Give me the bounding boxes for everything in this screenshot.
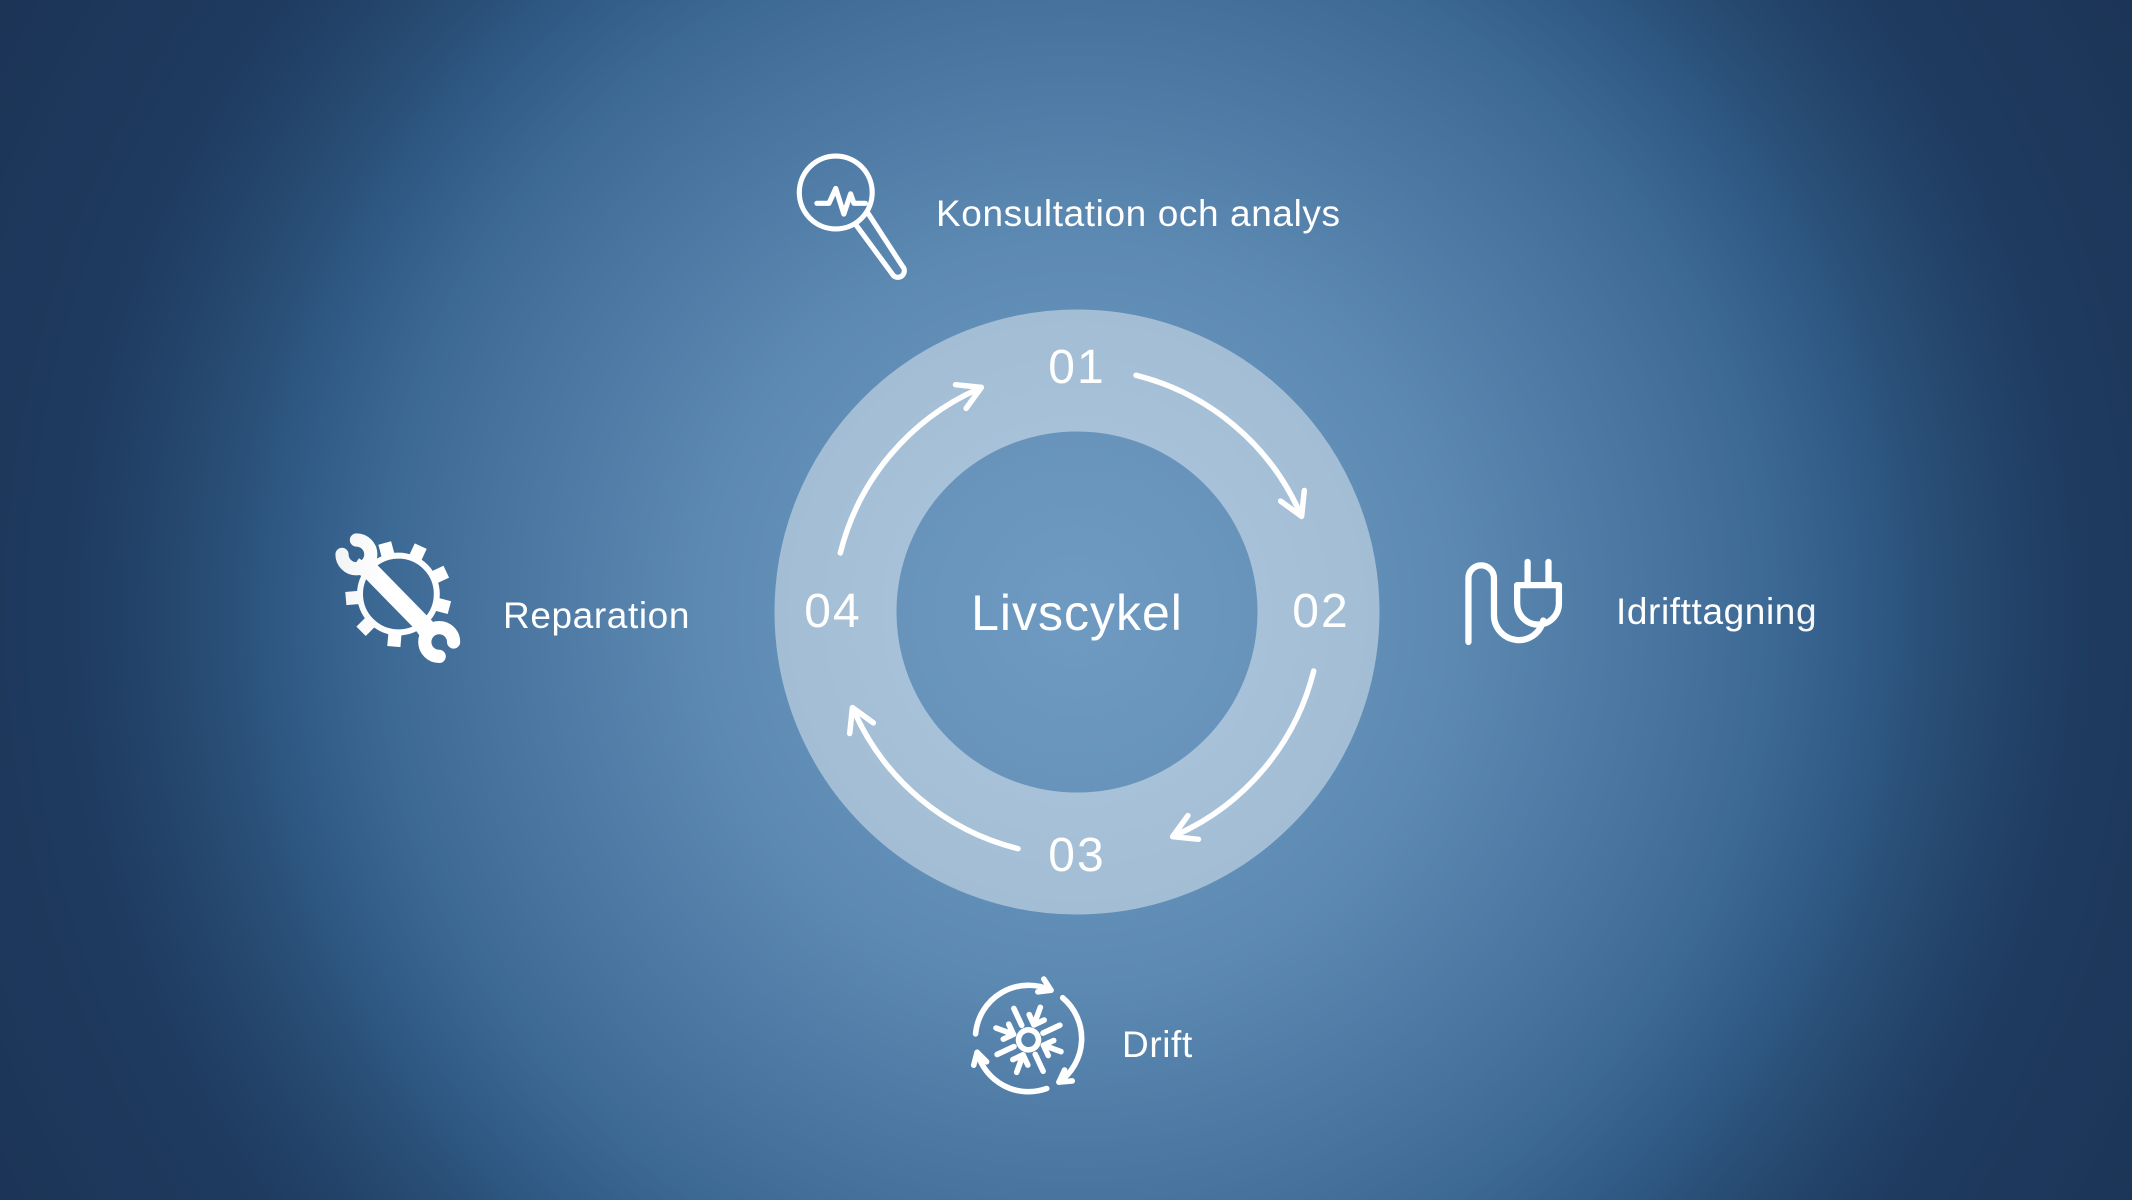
ring-band <box>774 309 1380 915</box>
stage-label-idrifttagning: Idrifttagning <box>1616 591 1818 632</box>
ring-step-number-3: 03 <box>1048 829 1106 882</box>
stage-label-drift: Drift <box>1122 1024 1193 1065</box>
magnifier-pulse-icon <box>796 153 907 280</box>
gear-wrench-icon <box>335 533 461 663</box>
ring-step-number-2: 02 <box>1292 585 1350 638</box>
power-plug-icon <box>1465 558 1563 646</box>
diagram-title: Livscykel <box>971 585 1183 641</box>
ring-step-number-1: 01 <box>1048 341 1106 394</box>
lifecycle-ring <box>774 309 1380 915</box>
stage-label-konsultation: Konsultation och analys <box>936 193 1341 234</box>
cycle-turbine-icon <box>970 976 1085 1095</box>
ring-step-number-4: 04 <box>804 585 862 638</box>
stage-label-reparation: Reparation <box>503 595 691 636</box>
